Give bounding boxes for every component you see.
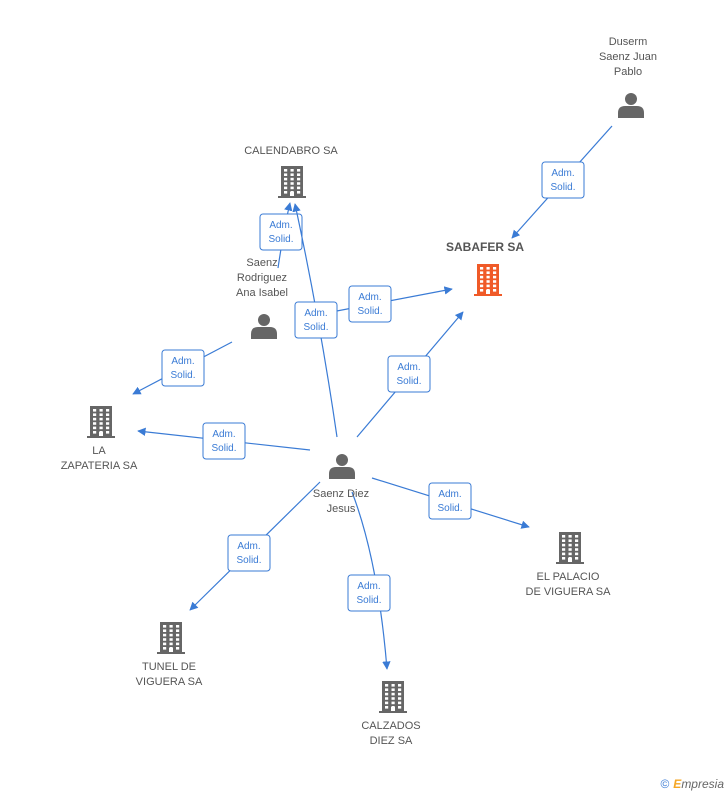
edge-label-text: Adm.: [358, 292, 381, 303]
edge-ana-to-zapateria: Adm. Solid.: [132, 341, 233, 395]
node-label: LA: [92, 445, 106, 457]
edge-jesus-to-calzados: Adm. Solid.: [347, 491, 391, 670]
brand-logo-initial: E: [673, 777, 682, 791]
node-label: DIEZ SA: [370, 735, 413, 747]
edge-label-text: Adm.: [171, 356, 194, 367]
edge-label-text: Solid.: [356, 595, 381, 606]
copyright-symbol: ©: [660, 777, 670, 791]
edge-label-text: Solid.: [268, 234, 293, 245]
node-label: CALZADOS: [361, 720, 420, 732]
building-icon: [157, 622, 185, 654]
edge-label-badge: Adm. Solid.: [294, 301, 338, 339]
node-label: Saenz: [246, 257, 277, 269]
edge-label-text: Solid.: [437, 503, 462, 514]
edge-jesus-to-palacio: Adm. Solid.: [371, 477, 530, 529]
building-icon: [379, 681, 407, 713]
edge-label-text: Adm.: [212, 429, 235, 440]
node-zapateria[interactable]: LA ZAPATERIA SA: [61, 406, 138, 472]
edge-label-text: Adm.: [269, 220, 292, 231]
building-icon: [474, 264, 502, 296]
edge-jesus-to-tunel: Adm. Solid.: [189, 481, 321, 611]
edge-label-text: Adm.: [237, 541, 260, 552]
node-label: CALENDABRO SA: [244, 145, 338, 157]
node-label: Saenz Juan: [599, 51, 657, 63]
edge-jesus-to-zapateria: Adm. Solid.: [137, 422, 311, 460]
node-sabafer[interactable]: SABAFER SA: [446, 240, 524, 296]
node-calendabro[interactable]: CALENDABRO SA: [244, 145, 338, 198]
edge-label-badge: Adm. Solid.: [227, 534, 271, 572]
edge-arrow-line: [351, 491, 391, 670]
person-icon: [329, 454, 355, 479]
node-tunel[interactable]: TUNEL DE VIGUERA SA: [136, 622, 203, 688]
edge-jesus-to-sabafer: Adm. Solid.: [356, 311, 464, 438]
node-label: Rodriguez: [237, 272, 287, 284]
edge-label-badge: Adm. Solid.: [259, 213, 303, 251]
edge-label-badge: Adm. Solid.: [428, 482, 472, 520]
edge-label-badge: Adm. Solid.: [348, 285, 392, 323]
edge-label-text: Solid.: [357, 306, 382, 317]
edge-ana-to-calendabro: Adm. Solid.: [259, 202, 303, 269]
building-icon: [87, 406, 115, 438]
node-label: EL PALACIO: [537, 571, 600, 583]
node-label: ZAPATERIA SA: [61, 460, 138, 472]
edge-label-badge: Adm. Solid.: [161, 349, 205, 387]
edge-label-badge: Adm. Solid.: [202, 422, 246, 460]
edge-label-text: Solid.: [236, 555, 261, 566]
node-label: Duserm: [609, 36, 648, 48]
edge-label-text: Solid.: [303, 322, 328, 333]
edge-label-text: Solid.: [211, 443, 236, 454]
edge-jesus-to-calendabro: Adm. Solid.: [292, 203, 338, 438]
edge-label-badge: Adm. Solid.: [387, 355, 431, 393]
node-label: VIGUERA SA: [136, 676, 203, 688]
node-label: SABAFER SA: [446, 240, 524, 254]
person-icon: [618, 93, 644, 118]
person-icon: [251, 314, 277, 339]
node-label: Saenz Diez: [313, 488, 369, 500]
node-label: Jesus: [327, 503, 356, 515]
edge-label-text: Adm.: [551, 168, 574, 179]
node-label: TUNEL DE: [142, 661, 196, 673]
edge-label-text: Adm.: [438, 489, 461, 500]
edge-label-text: Adm.: [397, 362, 420, 373]
node-label: DE VIGUERA SA: [526, 586, 612, 598]
edge-ana-to-sabafer: Adm. Solid.: [299, 285, 453, 323]
node-label: Ana Isabel: [236, 287, 288, 299]
edge-label-text: Solid.: [170, 370, 195, 381]
edge-label-badge: Adm. Solid.: [541, 161, 585, 199]
building-icon: [278, 166, 306, 198]
edge-label-text: Adm.: [357, 581, 380, 592]
node-palacio[interactable]: EL PALACIO DE VIGUERA SA: [526, 532, 612, 598]
node-calzados[interactable]: CALZADOS DIEZ SA: [361, 681, 421, 747]
edge-label-badge: Adm. Solid.: [347, 574, 391, 612]
footer-brand: ©Empresia: [660, 777, 724, 791]
edge-label-text: Solid.: [396, 376, 421, 387]
building-icon: [556, 532, 584, 564]
brand-logo-text: mpresia: [681, 777, 724, 791]
edge-label-text: Solid.: [550, 182, 575, 193]
node-label: Pablo: [614, 66, 642, 78]
edge-label-text: Adm.: [304, 308, 327, 319]
edges-layer: Adm. Solid. Adm. Solid. Adm. Solid. Adm. Solid.…: [132, 125, 613, 670]
edge-duserm-to-sabafer: Adm. Solid.: [511, 125, 613, 239]
